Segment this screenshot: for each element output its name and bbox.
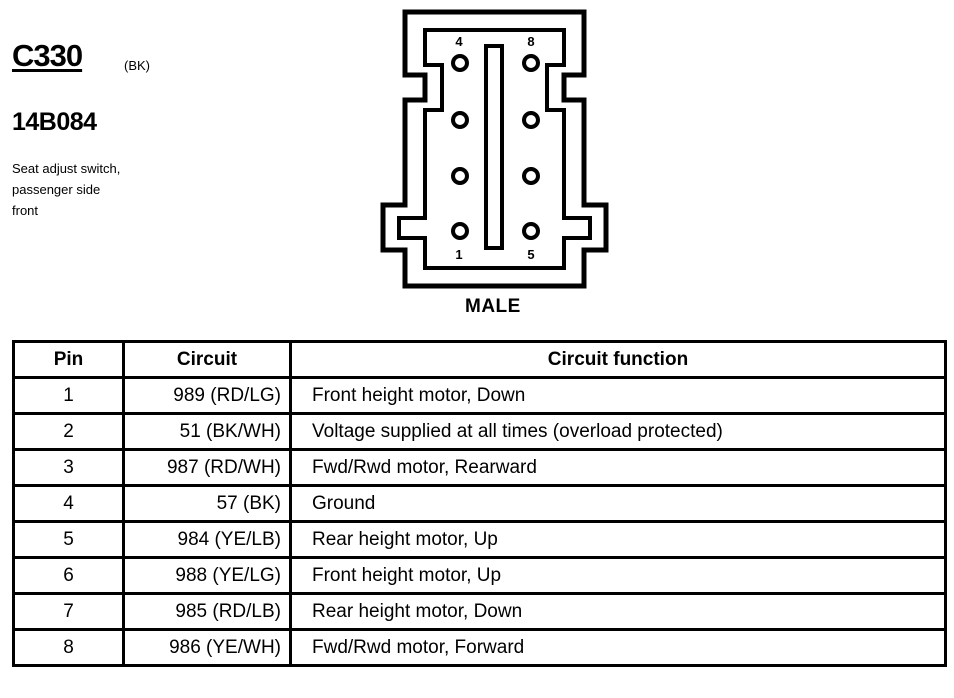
pin-8-contact: [522, 54, 540, 72]
header-circuit-function: Circuit function: [289, 340, 947, 379]
function-cell: Ground: [289, 484, 947, 523]
table-row: 1 989 (RD/LG) Front height motor, Down: [12, 376, 947, 415]
pin-cell: 7: [12, 592, 125, 631]
pinout-table: Pin Circuit Circuit function 1 989 (RD/L…: [12, 340, 947, 667]
connector-gender-label: MALE: [465, 296, 521, 317]
pin-2-contact: [451, 167, 469, 185]
circuit-cell: 51 (BK/WH): [122, 412, 292, 451]
function-cell: Front height motor, Up: [289, 556, 947, 595]
pin-cell: 8: [12, 628, 125, 667]
pin-cell: 1: [12, 376, 125, 415]
function-cell: Rear height motor, Down: [289, 592, 947, 631]
circuit-cell: 989 (RD/LG): [122, 376, 292, 415]
pin-4-contact: [451, 54, 469, 72]
connector-id: C330: [12, 38, 83, 73]
pin-cell: 4: [12, 484, 125, 523]
table-row: 4 57 (BK) Ground: [12, 484, 947, 523]
description-line: front: [12, 203, 39, 218]
connector-inner-outline: [397, 28, 592, 270]
function-cell: Fwd/Rwd motor, Rearward: [289, 448, 947, 487]
circuit-cell: 988 (YE/LG): [122, 556, 292, 595]
connector-outer-outline: [380, 9, 609, 289]
pin-1-contact: [451, 222, 469, 240]
header-circuit: Circuit: [122, 340, 292, 379]
table-row: 8 986 (YE/WH) Fwd/Rwd motor, Forward: [12, 628, 947, 667]
pin-3-contact: [451, 111, 469, 129]
description-line: Seat adjust switch,: [12, 161, 121, 176]
circuit-cell: 984 (YE/LB): [122, 520, 292, 559]
table-row: 3 987 (RD/WH) Fwd/Rwd motor, Rearward: [12, 448, 947, 487]
circuit-cell: 987 (RD/WH): [122, 448, 292, 487]
pin-5-contact: [522, 222, 540, 240]
function-cell: Front height motor, Down: [289, 376, 947, 415]
description-line: passenger side: [12, 182, 101, 197]
pin-6-contact: [522, 167, 540, 185]
function-cell: Voltage supplied at all times (overload …: [289, 412, 947, 451]
pin-cell: 6: [12, 556, 125, 595]
pin-label-bottom-right: 5: [527, 247, 534, 262]
header-pin: Pin: [12, 340, 125, 379]
table-header-row: Pin Circuit Circuit function: [12, 340, 947, 379]
circuit-cell: 57 (BK): [122, 484, 292, 523]
pin-cell: 2: [12, 412, 125, 451]
circuit-cell: 986 (YE/WH): [122, 628, 292, 667]
pin-label-top-right: 8: [527, 34, 534, 49]
pin-label-top-left: 4: [455, 34, 463, 49]
pin-cell: 3: [12, 448, 125, 487]
part-number: 14B084: [12, 108, 97, 136]
function-cell: Rear height motor, Up: [289, 520, 947, 559]
function-cell: Fwd/Rwd motor, Forward: [289, 628, 947, 667]
center-key-slot: [484, 44, 504, 250]
connector-face-diagram: 4 8 1 5: [380, 9, 609, 289]
pin-7-contact: [522, 111, 540, 129]
connector-description: Seat adjust switch, passenger side front: [12, 158, 120, 221]
pin-cell: 5: [12, 520, 125, 559]
pin-label-bottom-left: 1: [455, 247, 462, 262]
table-row: 2 51 (BK/WH) Voltage supplied at all tim…: [12, 412, 947, 451]
table-row: 5 984 (YE/LB) Rear height motor, Up: [12, 520, 947, 559]
table-row: 6 988 (YE/LG) Front height motor, Up: [12, 556, 947, 595]
circuit-cell: 985 (RD/LB): [122, 592, 292, 631]
table-row: 7 985 (RD/LB) Rear height motor, Down: [12, 592, 947, 631]
connector-color: (BK): [124, 58, 150, 73]
